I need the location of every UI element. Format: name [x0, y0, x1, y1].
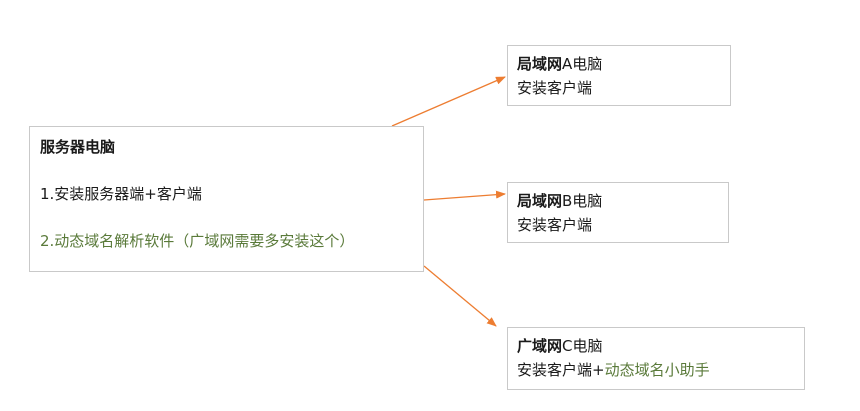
client-c-computer-label: C电脑 — [562, 337, 603, 355]
client-a-computer-label: A电脑 — [562, 55, 603, 73]
client-c-network-label: 广域网 — [517, 337, 563, 355]
arrow-to-client-a — [391, 76, 506, 127]
arrow-to-client-c — [423, 265, 497, 327]
client-c-desc-plain: 安装客户端+ — [517, 361, 605, 379]
client-a-network-label: 局域网 — [517, 55, 563, 73]
client-c-box: 广域网C电脑 安装客户端+动态域名小助手 — [507, 327, 805, 390]
server-title: 服务器电脑 — [40, 138, 116, 156]
arrow-to-client-b — [423, 190, 506, 201]
client-a-name: 局域网A电脑 — [517, 54, 602, 74]
server-step-1: 1.安装服务器端+客户端 — [40, 185, 202, 203]
client-b-box: 局域网B电脑 安装客户端 — [507, 182, 729, 243]
client-a-box: 局域网A电脑 安装客户端 — [507, 45, 731, 106]
client-b-name: 局域网B电脑 — [517, 191, 602, 211]
server-step-2: 2.动态域名解析软件（广域网需要多安装这个） — [40, 232, 355, 250]
client-c-desc-highlight: 动态域名小助手 — [604, 361, 710, 379]
client-b-desc: 安装客户端 — [517, 216, 593, 234]
client-b-network-label: 局域网 — [517, 192, 563, 210]
client-c-desc: 安装客户端+动态域名小助手 — [517, 360, 710, 380]
client-c-name: 广域网C电脑 — [517, 336, 603, 356]
server-box: 服务器电脑 1.安装服务器端+客户端 2.动态域名解析软件（广域网需要多安装这个… — [29, 126, 424, 272]
client-b-computer-label: B电脑 — [562, 192, 603, 210]
client-a-desc: 安装客户端 — [517, 79, 593, 97]
